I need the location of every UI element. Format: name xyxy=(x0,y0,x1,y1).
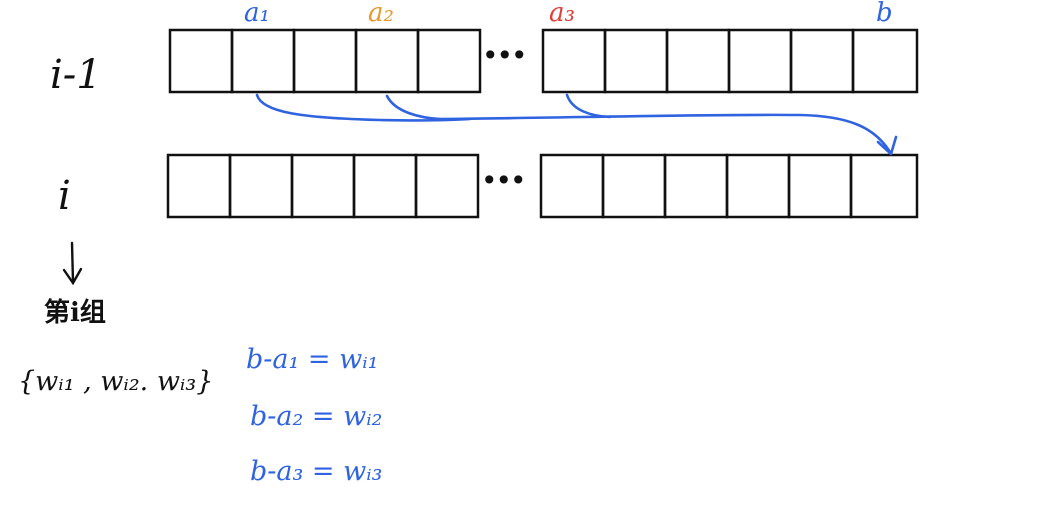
cell xyxy=(787,153,853,219)
row-prev-right-cells xyxy=(541,28,919,94)
group-label: 第i组 xyxy=(44,298,106,328)
row-prev-left-cells xyxy=(168,28,482,94)
cell xyxy=(789,28,855,94)
label-a1: a₁ xyxy=(244,0,270,28)
cell xyxy=(665,28,731,94)
cell xyxy=(228,153,294,219)
cell xyxy=(414,153,480,219)
cell xyxy=(290,153,356,219)
cell xyxy=(352,153,418,219)
cell xyxy=(601,153,667,219)
cell xyxy=(166,153,232,219)
cell xyxy=(727,28,793,94)
cell xyxy=(849,153,919,219)
cell xyxy=(230,28,296,94)
cell xyxy=(539,153,605,219)
equation-2: b-a₂ = wᵢ₂ xyxy=(250,401,383,432)
cell xyxy=(354,28,420,94)
row-curr-right-cells xyxy=(539,153,919,219)
label-a3: a₃ xyxy=(549,0,575,28)
equation-1: b-a₁ = wᵢ₁ xyxy=(246,344,379,375)
cell xyxy=(663,153,729,219)
cell xyxy=(416,28,482,94)
ellipsis-prev: ••• xyxy=(482,39,528,72)
ellipsis-curr: ••• xyxy=(481,164,527,197)
cell xyxy=(725,153,791,219)
label-b: b xyxy=(876,0,893,28)
equation-3: b-a₃ = wᵢ₃ xyxy=(250,456,383,487)
label-a2: a₂ xyxy=(368,0,394,28)
row-label-prev: i-1 xyxy=(50,52,102,98)
arrow-main-line xyxy=(438,113,892,154)
cell xyxy=(168,28,234,94)
down-arrow-icon xyxy=(62,241,83,286)
cell xyxy=(292,28,358,94)
cell xyxy=(603,28,669,94)
arrow-from-a2 xyxy=(385,94,442,121)
arrow-from-a3 xyxy=(565,93,612,119)
group-weight-set: {wᵢ₁ , wᵢ₂. wᵢ₃} xyxy=(18,366,214,397)
arrow-from-a1 xyxy=(255,93,472,122)
cell xyxy=(541,28,607,94)
row-label-curr: i xyxy=(58,173,71,219)
row-curr-left-cells xyxy=(166,153,480,219)
transition-arrows xyxy=(255,93,898,156)
cell xyxy=(851,28,919,94)
arrow-head xyxy=(876,135,898,156)
